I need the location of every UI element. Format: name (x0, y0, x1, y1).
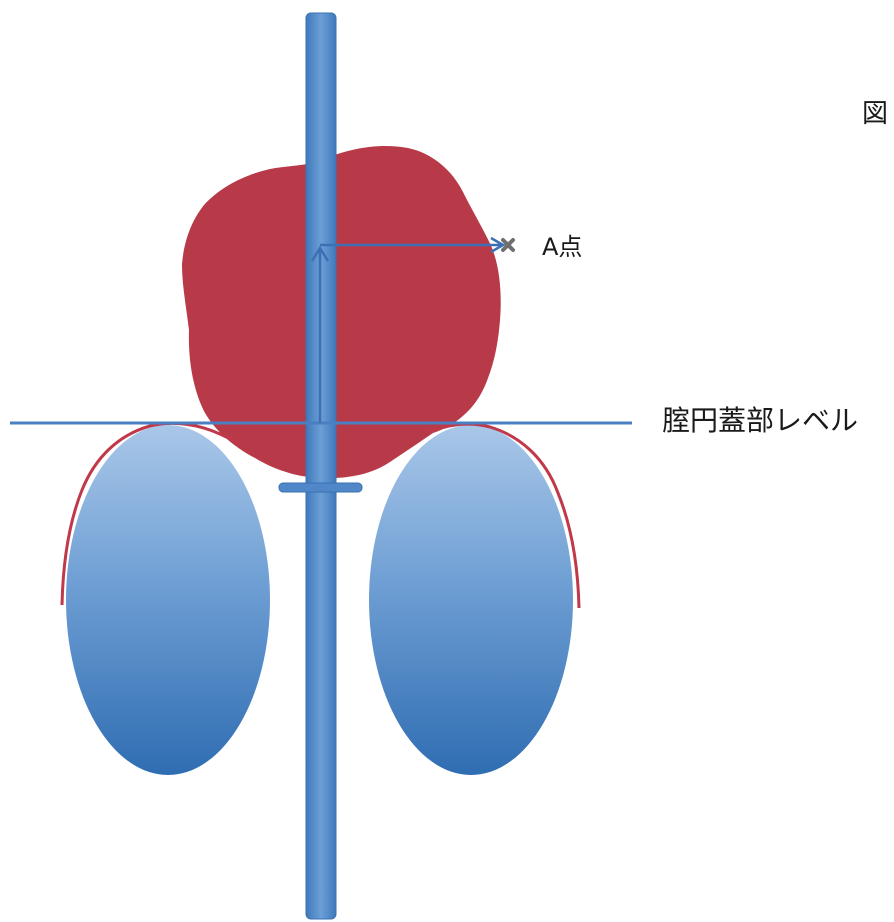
level-label: 腟円蓋部レベル (662, 407, 858, 435)
point-a-label: A点 (542, 235, 582, 259)
right-ovoid (369, 425, 573, 775)
left-ovoid (66, 425, 270, 775)
figure-label: 図 (862, 101, 888, 127)
tandem-flange (279, 483, 362, 492)
tandem-rod (306, 13, 336, 919)
